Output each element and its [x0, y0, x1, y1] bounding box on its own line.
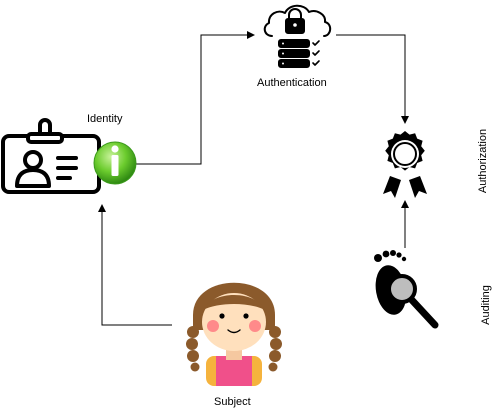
- footprint-magnifier-icon: [374, 250, 439, 329]
- info-badge-icon: [93, 141, 137, 185]
- edge-subject-to-identity: [98, 204, 172, 326]
- authentication-label: Authentication: [257, 77, 327, 89]
- id-card-icon: [1, 118, 101, 194]
- subject-label: Subject: [214, 396, 251, 408]
- cloud-lock-server-icon: [263, 4, 332, 68]
- authorization-label: Authorization: [477, 128, 489, 194]
- edge-authentication-to-authorization: [336, 34, 409, 124]
- award-ribbon-icon: [383, 131, 427, 198]
- identity-label: Identity: [87, 113, 123, 125]
- edge-identity-to-authentication: [136, 31, 255, 165]
- auditing-label: Auditing: [480, 285, 492, 325]
- girl-avatar-icon: [186, 282, 282, 386]
- connectors: [98, 31, 409, 326]
